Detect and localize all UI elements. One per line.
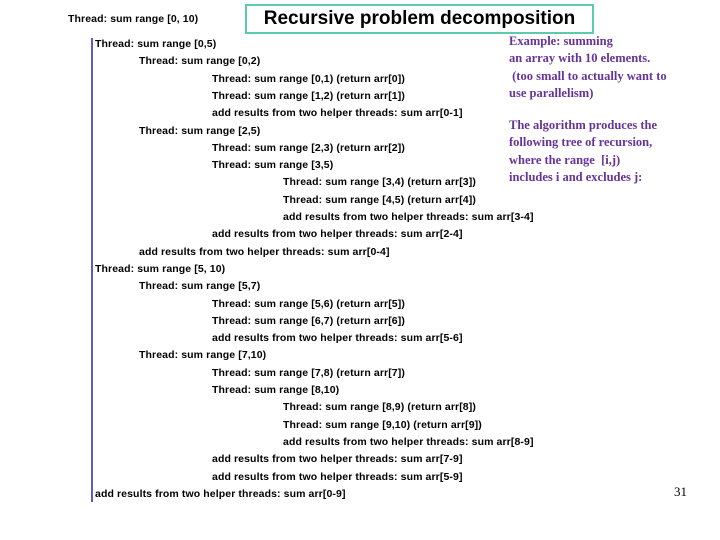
side-note-paragraph-algorithm: The algorithm produces the following tree… — [509, 117, 657, 186]
side-note-line: following tree of recursion, — [509, 135, 653, 150]
tree-line: Thread: sum range [3,4) (return arr[3]) — [283, 176, 476, 189]
tree-line: Thread: sum range [0, 10) — [68, 13, 199, 25]
tree-line: Thread: sum range [7,10) — [139, 349, 267, 362]
tree-guide-line — [91, 38, 93, 502]
tree-line: Thread: sum range [4,5) (return arr[4]) — [283, 193, 476, 206]
tree-line: add results from two helper threads: sum… — [212, 107, 463, 120]
tree-line: Thread: sum range [5,7) — [139, 280, 261, 293]
tree-line: Thread: sum range [8,9) (return arr[8]) — [283, 401, 476, 414]
tree-line: Thread: sum range [7,8) (return arr[7]) — [212, 366, 405, 379]
page-number: 31 — [674, 484, 687, 499]
tree-line: Thread: sum range [2,3) (return arr[2]) — [212, 141, 405, 154]
tree-line: Thread: sum range [0,5) — [95, 38, 217, 50]
tree-line: Thread: sum range [0,1) (return arr[0]) — [212, 72, 405, 85]
tree-line: Thread: sum range [2,5) — [139, 124, 261, 137]
tree-line: Thread: sum range [3,5) — [212, 159, 334, 172]
side-note-line: use parallelism) — [509, 85, 594, 100]
tree-line: Thread: sum range [5,6) (return arr[5]) — [212, 297, 405, 310]
tree-line: add results from two helper threads: sum… — [95, 487, 346, 500]
side-note-line: (too small to actually want to — [509, 68, 667, 83]
tree-line: add results from two helper threads: sum… — [212, 228, 463, 241]
tree-line: Thread: sum range [0,2) — [139, 55, 261, 68]
side-note-line: The algorithm produces the — [509, 118, 658, 132]
side-note-line: an array with 10 elements. — [509, 51, 651, 66]
tree-line: Thread: sum range [1,2) (return arr[1]) — [212, 89, 405, 102]
tree-line: Thread: sum range [6,7) (return arr[6]) — [212, 314, 405, 327]
side-note-line: Example: summing — [509, 34, 613, 48]
tree-line: add results from two helper threads: sum… — [283, 211, 534, 223]
slide-title-box: Recursive problem decomposition — [245, 4, 594, 34]
tree-line: Thread: sum range [8,10) — [212, 384, 340, 396]
tree-line: add results from two helper threads: sum… — [212, 332, 463, 345]
tree-line: Thread: sum range [9,10) (return arr[9]) — [283, 418, 482, 431]
tree-line: add results from two helper threads: sum… — [283, 435, 534, 448]
side-note-line: where the range [i,j) — [509, 152, 621, 167]
tree-line: add results from two helper threads: sum… — [139, 245, 390, 258]
tree-line: add results from two helper threads: sum… — [212, 470, 463, 483]
slide-title: Recursive problem decomposition — [263, 8, 576, 29]
tree-line: add results from two helper threads: sum… — [212, 453, 463, 466]
side-note-line: includes i and excludes j: — [509, 169, 643, 184]
tree-line: Thread: sum range [5, 10) — [95, 262, 226, 275]
side-note-paragraph-example: Example: summing an array with 10 element… — [509, 33, 667, 102]
